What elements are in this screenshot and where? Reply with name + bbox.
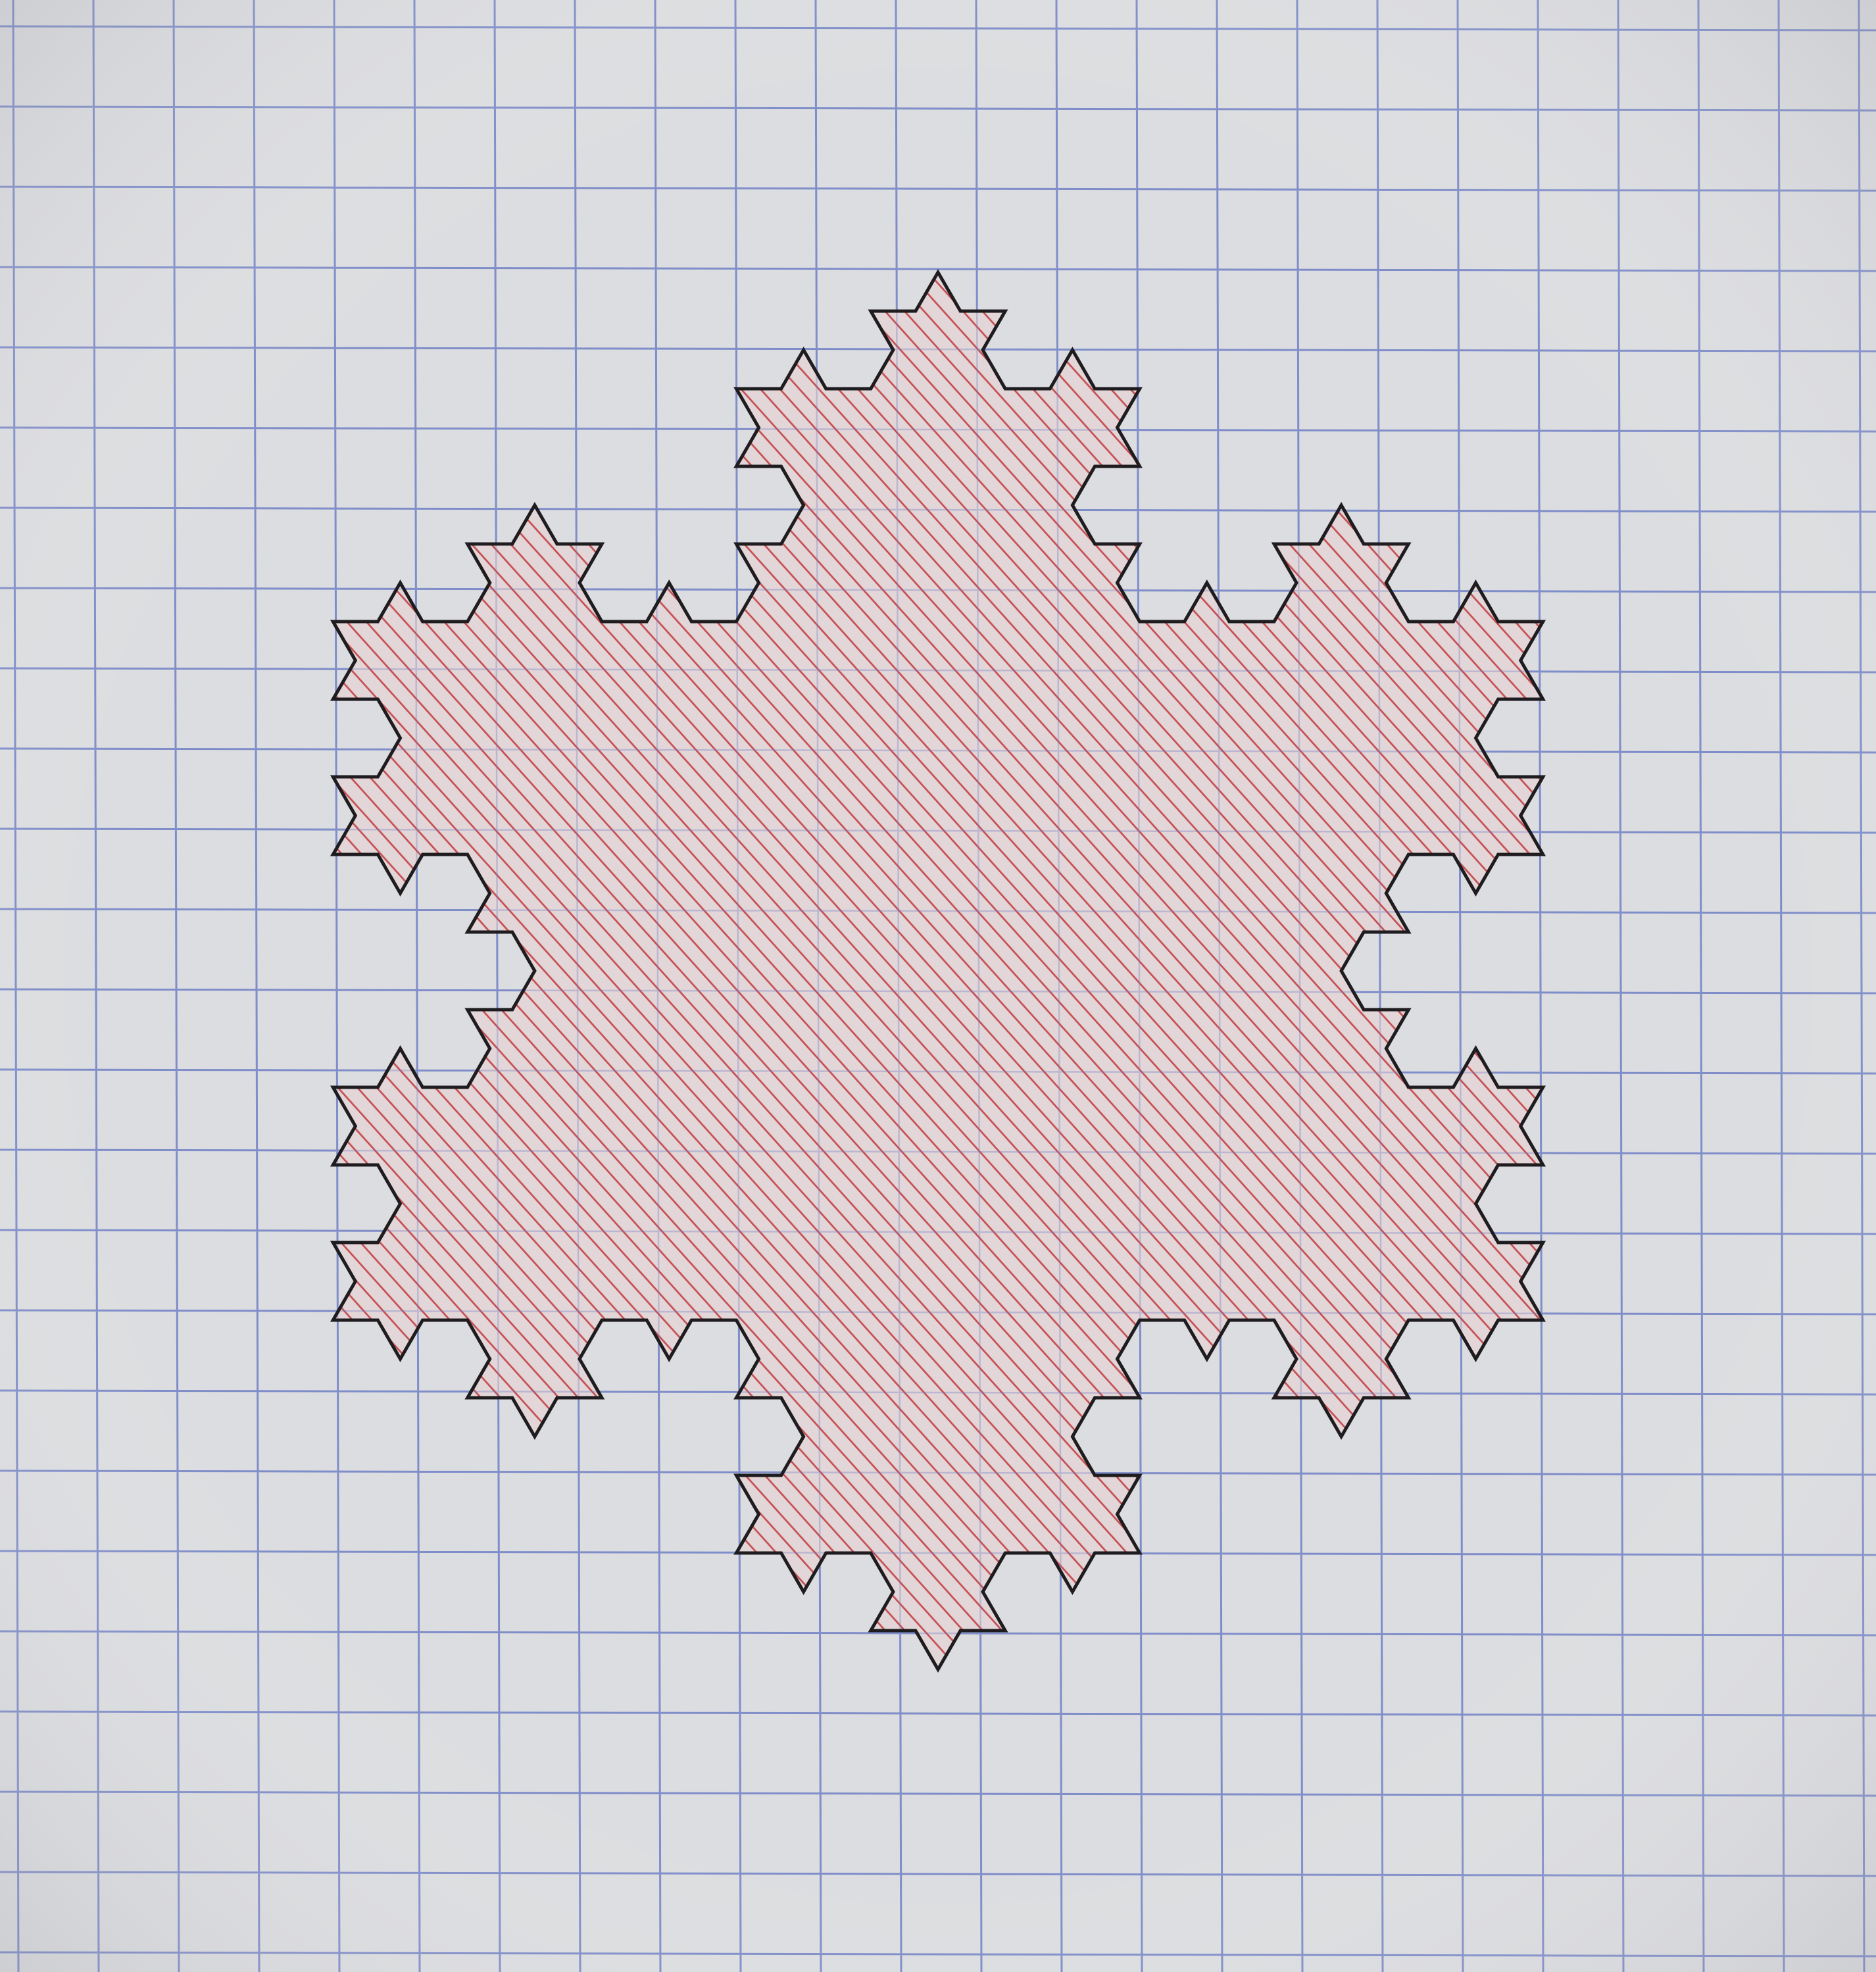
graph-paper-photo — [0, 0, 1876, 1972]
drawing-canvas — [0, 0, 1876, 1972]
photo-vignette — [0, 0, 1876, 1972]
